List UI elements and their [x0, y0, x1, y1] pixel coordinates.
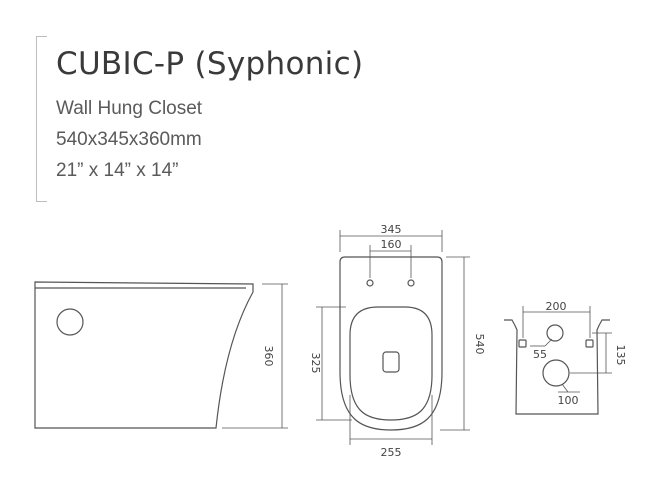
top-view-drain — [382, 351, 400, 373]
title-bracket — [36, 36, 47, 202]
side-height-label: 360 — [262, 346, 275, 367]
side-view-outline — [34, 281, 254, 429]
top-view-seat — [349, 306, 433, 421]
rear-view-slot-left — [518, 339, 527, 348]
top-length-label: 540 — [473, 334, 486, 355]
top-hole-spacing-label: 160 — [381, 238, 402, 251]
top-view — [339, 256, 443, 431]
rear-view-slot-right — [585, 339, 594, 348]
rear-view-outlet — [542, 359, 570, 387]
product-size-inches: 21” x 14” x 14” — [56, 160, 179, 181]
product-type: Wall Hung Closet — [56, 98, 203, 119]
product-size-mm: 540x345x360mm — [56, 129, 202, 150]
top-bowl-width-dimension — [349, 395, 433, 445]
top-view-outline — [339, 256, 443, 431]
top-view-hole-right — [407, 279, 415, 287]
rear-view-outline — [504, 319, 610, 415]
rear-view-inlet — [546, 324, 564, 342]
rear-height-label: 135 — [614, 345, 627, 366]
rear-outlet-label: 100 — [558, 394, 579, 407]
top-bowl-width-label: 255 — [381, 446, 402, 459]
side-view-inlet-circle — [56, 308, 84, 336]
top-seat-length-label: 325 — [309, 353, 322, 374]
rear-inlet-label: 55 — [533, 348, 547, 361]
side-height-dimension — [222, 283, 288, 429]
rear-view — [504, 319, 610, 415]
top-view-hole-left — [366, 279, 374, 287]
rear-width-label: 200 — [546, 300, 567, 313]
top-width-dimension — [339, 230, 443, 278]
product-title: CUBIC-P (Syphonic) — [56, 46, 364, 82]
side-view — [34, 281, 254, 429]
top-length-dimension — [440, 256, 470, 431]
top-seat-length-dimension — [316, 306, 352, 421]
top-width-label: 345 — [381, 223, 402, 236]
rear-dimensions — [522, 306, 612, 393]
